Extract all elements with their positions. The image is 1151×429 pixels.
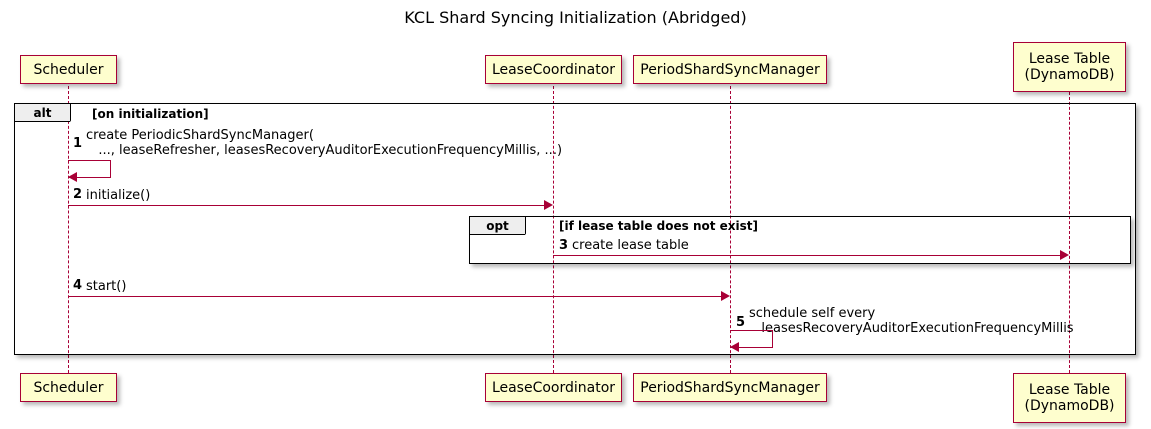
message-3-arrow-line <box>553 255 1060 256</box>
message-5-text: schedule self every leasesRecoveryAudito… <box>749 306 1074 336</box>
message-5-self-loop <box>730 330 773 348</box>
fragment-opt-tab: opt <box>470 217 537 235</box>
message-2-text: initialize() <box>86 188 151 203</box>
message-1-arrow-head <box>68 172 77 182</box>
participant-lease-coordinator-bottom[interactable]: LeaseCoordinator <box>485 373 622 402</box>
participant-scheduler-label-bottom: Scheduler <box>33 379 104 396</box>
message-5-arrow-head <box>730 342 739 352</box>
message-1-text: create PeriodicShardSyncManager( ..., le… <box>86 128 563 158</box>
fragment-alt-keyword: alt <box>33 105 52 120</box>
message-4-text: start() <box>86 279 127 294</box>
message-4-number: 4 <box>73 278 83 293</box>
fragment-alt: alt <box>14 103 1136 355</box>
participant-period-shard-sync-manager-bottom[interactable]: PeriodShardSyncManager <box>633 373 827 402</box>
participant-period-shard-sync-manager-label: PeriodShardSyncManager <box>640 61 820 78</box>
message-3-arrow-head <box>1060 250 1069 260</box>
participant-period-shard-sync-manager-label-bottom: PeriodShardSyncManager <box>640 379 820 396</box>
participant-scheduler-top[interactable]: Scheduler <box>20 55 117 84</box>
message-2-arrow-head <box>544 200 553 210</box>
participant-scheduler-bottom[interactable]: Scheduler <box>20 373 117 402</box>
participant-lease-coordinator-top[interactable]: LeaseCoordinator <box>485 55 622 84</box>
fragment-opt-condition: [if lease table does not exist] <box>559 219 759 233</box>
message-3-number: 3 <box>559 238 569 253</box>
lifeline-lease-table <box>1069 92 1070 373</box>
lifeline-lease-coordinator <box>553 86 554 373</box>
fragment-alt-tab: alt <box>15 104 82 122</box>
message-4-arrow-line <box>68 296 721 297</box>
participant-lease-table-top[interactable]: Lease Table (DynamoDB) <box>1013 42 1126 92</box>
fragment-opt-keyword: opt <box>486 218 509 233</box>
lifeline-period-shard-sync-manager <box>730 86 731 373</box>
participant-lease-table-label: Lease Table (DynamoDB) <box>1024 51 1115 83</box>
participant-lease-table-label-bottom: Lease Table (DynamoDB) <box>1024 382 1115 414</box>
message-1-number: 1 <box>73 136 83 151</box>
message-4-arrow-head <box>721 291 730 301</box>
page-title: KCL Shard Syncing Initialization (Abridg… <box>404 8 747 27</box>
participant-scheduler-label: Scheduler <box>33 61 104 78</box>
lifeline-scheduler <box>68 86 69 373</box>
message-2-number: 2 <box>73 187 83 202</box>
message-3-text: create lease table <box>572 238 689 253</box>
message-1-self-loop <box>68 160 111 178</box>
participant-lease-coordinator-label-bottom: LeaseCoordinator <box>491 379 616 396</box>
fragment-opt: opt <box>469 216 1131 264</box>
fragment-alt-condition: [on initialization] <box>92 107 209 121</box>
message-2-arrow-line <box>68 205 544 206</box>
message-5-number: 5 <box>736 315 746 330</box>
participant-period-shard-sync-manager-top[interactable]: PeriodShardSyncManager <box>633 55 827 84</box>
participant-lease-table-bottom[interactable]: Lease Table (DynamoDB) <box>1013 373 1126 423</box>
participant-lease-coordinator-label: LeaseCoordinator <box>491 61 616 78</box>
